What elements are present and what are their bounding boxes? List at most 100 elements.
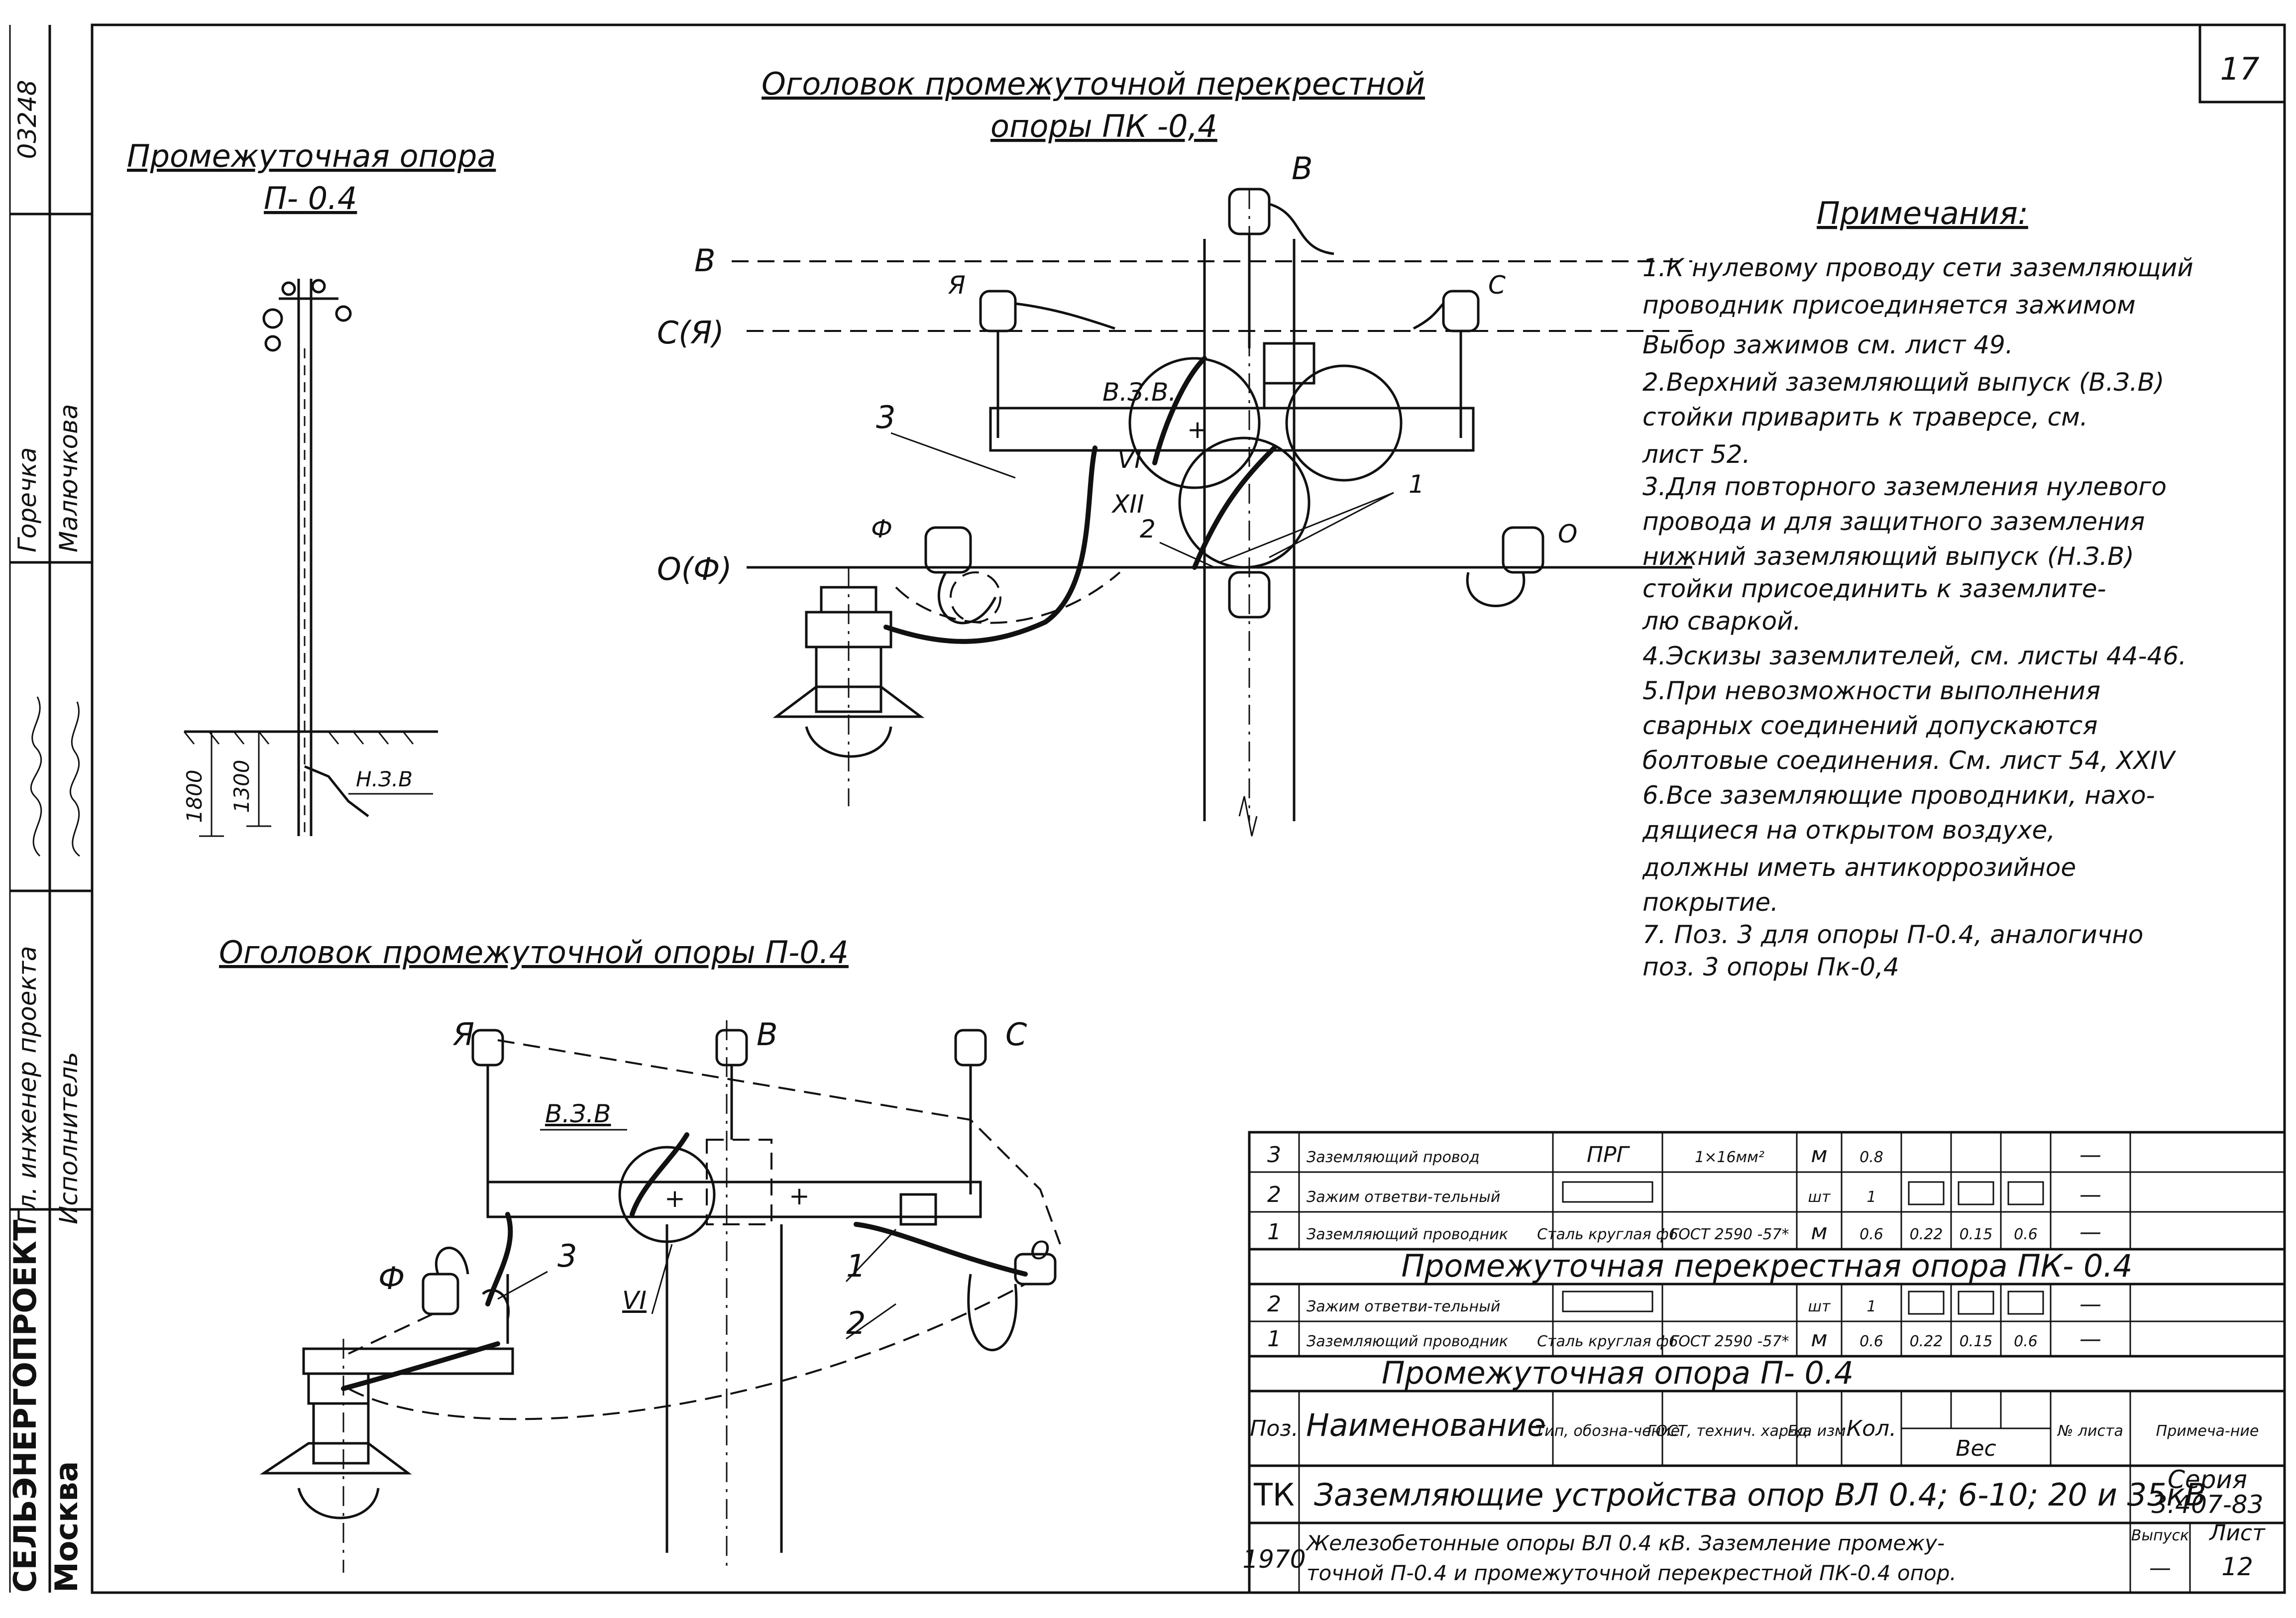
head-label-B: В [757, 1016, 778, 1053]
note-line: 4.Эскизы заземлителей, см. листы 44-46. [1642, 642, 2187, 670]
note-line: 5.При невозможности выполнения [1642, 676, 2100, 705]
row-pk-qty: 0.6 [1859, 1226, 1883, 1243]
row-pk-qty: 1 [1866, 1188, 1876, 1206]
head-p04-title: Оголовок промежуточной опоры П-0.4 [219, 934, 849, 971]
sheet-number-box [2198, 25, 2285, 104]
row-pk-dash: — [2079, 1142, 2101, 1168]
note-line: стойки присоединить к заземлите- [1642, 574, 2106, 603]
pole-label-nzv: Н.З.В [356, 767, 413, 791]
row-pk-gost: ГОСТ 2590 -57* [1670, 1226, 1789, 1243]
note-line: проводник присоединяется зажимом [1642, 291, 2136, 320]
cross-label-1: 1 [1409, 470, 1424, 499]
head-label-vzv: В.З.В [545, 1099, 611, 1128]
header-gost: ГОСТ, технич. хар-ка [1647, 1422, 1812, 1440]
note-line: лю сваркой. [1642, 607, 1801, 636]
row-pk-pos: 3 [1267, 1142, 1281, 1168]
section-p-title: Промежуточная опора П- 0.4 [1382, 1355, 1854, 1391]
pole-dim-1300: 1300 [229, 760, 254, 813]
tb-list-label: Лист [2208, 1520, 2266, 1546]
cross-label-B-top: В [1292, 150, 1313, 187]
cross-label-CA: С(Я) [657, 315, 724, 351]
head-label-F: Ф [378, 1260, 405, 1296]
pole-p04-title: Промежуточная опора [127, 138, 496, 174]
tb-subtitle-1: Железобетонные опоры ВЛ 0.4 кВ. Заземлен… [1305, 1531, 1945, 1555]
row-pk-weight: 0.22 [1910, 1226, 1943, 1243]
row-p-name: Зажим ответви-тельный [1307, 1298, 1500, 1315]
note-line: 2.Верхний заземляющий выпуск (В.З.В) [1642, 368, 2164, 397]
side-stamp-organization: СЕЛЬЭНЕРГОПРОЕКТ [7, 1220, 43, 1593]
row-pk-pos: 1 [1267, 1219, 1281, 1245]
side-stamp-code: 03248 [13, 80, 42, 159]
notes-heading: Примечания: [1817, 195, 2028, 231]
header-weight: Вес [1956, 1436, 1996, 1461]
row-p-unit: м [1811, 1326, 1827, 1352]
note-line: дящиеся на открытом воздухе, [1642, 816, 2055, 845]
tb-vypusk-value: — [2149, 1555, 2171, 1581]
header-unit: Ед. изм. [1788, 1422, 1851, 1440]
head-label-VI: VI [622, 1286, 647, 1315]
head-label-3: 3 [557, 1238, 577, 1274]
note-line: 6.Все заземляющие проводники, нахо- [1642, 781, 2155, 810]
cross-label-3: 3 [876, 399, 895, 435]
cross-label-VI: VI [1117, 445, 1142, 474]
cross-label-C: С [1488, 271, 1506, 300]
side-stamp-name-chief: Горечка [13, 447, 42, 552]
row-p-type: Сталь круглая ф6 [1537, 1333, 1678, 1350]
header-type: Тип, обозна-чение [1535, 1422, 1680, 1440]
note-line: 1.К нулевому проводу сети заземляющий [1642, 253, 2193, 282]
spec-table: 3 Заземляющий провод ПРГ 1×16мм² м 0.8 —… [1242, 1131, 2286, 1594]
row-pk-name: Зажим ответви-тельный [1307, 1188, 1500, 1206]
cross-pole-subtitle: опоры ПК -0,4 [990, 108, 1217, 144]
tb-tk: ТК [1253, 1477, 1295, 1513]
tb-main-title: Заземляющие устройства опор ВЛ 0.4; 6-10… [1314, 1477, 2206, 1513]
pole-p04-drawing: Промежуточная опора П- 0.4 1800 1300 Н.З… [127, 138, 496, 837]
row-p-dash: — [2079, 1292, 2101, 1317]
tb-series-value: 3.407-83 [2152, 1490, 2264, 1519]
note-line: 3.Для повторного заземления нулевого [1642, 472, 2167, 501]
head-label-2: 2 [846, 1305, 866, 1341]
tb-series-label: Серия [2168, 1465, 2247, 1494]
tb-subtitle-2: точной П-0.4 и промежуточной перекрестно… [1307, 1561, 1957, 1585]
row-pk-weight: 0.6 [2014, 1226, 2038, 1243]
note-line: лист 52. [1642, 440, 1750, 469]
cross-pole-drawing: Оголовок промежуточной перекрестной опор… [657, 66, 1692, 837]
drawing-frame-inner [91, 23, 2286, 1594]
row-p-qty: 0.6 [1859, 1333, 1883, 1350]
head-label-C: С [1005, 1016, 1027, 1053]
side-stamp: 03248 СЕЛЬЭНЕРГОПРОЕКТ Москва Гл. инжене… [7, 25, 92, 1593]
row-pk-type: ПРГ [1587, 1142, 1631, 1168]
cross-label-O: О [1558, 520, 1577, 548]
tb-vypusk-label: Выпуск [2131, 1527, 2189, 1544]
row-pk-unit: м [1811, 1142, 1827, 1168]
header-qty: Кол. [1847, 1416, 1896, 1441]
row-p-pos: 1 [1267, 1326, 1281, 1352]
header-note: Примеча-ние [2156, 1422, 2259, 1440]
tb-year: 1970 [1242, 1545, 1306, 1574]
notes-block: Примечания: 1.К нулевому проводу сети за… [1642, 195, 2193, 981]
cross-label-F: Ф [871, 515, 892, 543]
note-line: сварных соединений допускаются [1642, 711, 2097, 740]
header-name: Наименование [1306, 1407, 1546, 1443]
cross-label-OF: О(Ф) [657, 551, 732, 587]
cross-pole-title: Оголовок промежуточной перекрестной [762, 66, 1425, 102]
head-p04-drawing: Оголовок промежуточной опоры П-0.4 Я В С… [219, 934, 1061, 1573]
row-p-pos: 2 [1267, 1292, 1281, 1317]
signature-exec [69, 701, 80, 857]
row-pk-unit: м [1811, 1219, 1827, 1245]
svg-text:+: + [664, 1184, 685, 1213]
side-stamp-name-exec: Малючкова [54, 404, 83, 552]
note-line: покрытие. [1642, 888, 1778, 917]
cross-label-XII: XII [1111, 490, 1144, 519]
row-pk-pos: 2 [1267, 1182, 1281, 1207]
row-p-weight: 0.15 [1960, 1333, 1993, 1350]
cross-label-A: Я [948, 271, 966, 300]
note-line: должны иметь антикоррозийное [1642, 853, 2076, 882]
row-p-unit: шт [1808, 1298, 1831, 1315]
cross-label-B-line: В [694, 242, 716, 279]
row-p-weight: 0.22 [1910, 1333, 1943, 1350]
row-pk-unit: шт [1808, 1188, 1831, 1206]
row-pk-name: Заземляющий проводник [1307, 1226, 1508, 1243]
svg-text:+: + [789, 1182, 810, 1210]
row-p-gost: ГОСТ 2590 -57* [1670, 1333, 1789, 1350]
